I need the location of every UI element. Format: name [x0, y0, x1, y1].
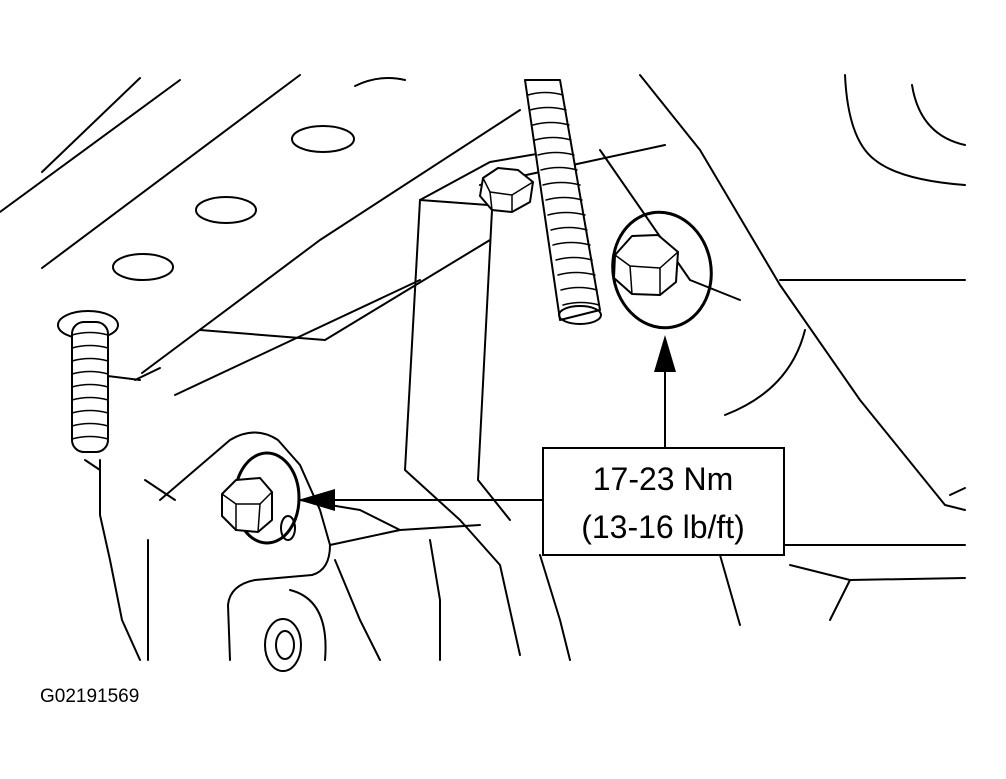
left-threaded-stud [57, 310, 119, 471]
figure-id: G02191569 [40, 686, 139, 707]
torque-value-metric: 17-23 Nm [593, 461, 734, 497]
callout-arrow-left [298, 489, 544, 511]
plate-holes [112, 77, 406, 281]
callout-arrow-up [654, 335, 676, 449]
torque-value-imperial: (13-16 lb/ft) [581, 509, 745, 545]
circled-bolt-left [221, 451, 301, 545]
top-hex-bolt [479, 167, 534, 213]
circled-bolt-right [611, 210, 713, 330]
right-threaded-stud [524, 79, 602, 325]
mounting-bracket [174, 144, 666, 656]
torque-callout: 17-23 Nm (13-16 lb/ft) [542, 447, 785, 556]
right-housing [599, 74, 966, 626]
upper-plate [0, 74, 521, 381]
lower-bracket [99, 431, 571, 672]
